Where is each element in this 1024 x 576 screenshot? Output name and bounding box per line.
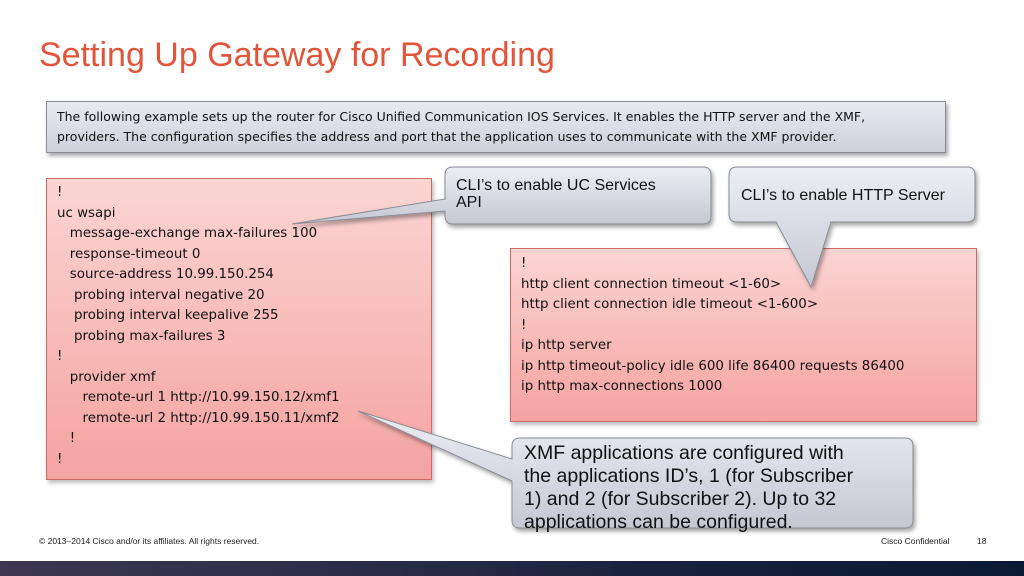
uc-services-callout-text: CLI’s to enable UC Services API [456, 177, 704, 211]
callout-line: applications can be configured. [524, 511, 793, 533]
config-line: source-address 10.99.150.254 [57, 267, 274, 282]
intro-line: providers. The configuration specifies t… [57, 129, 837, 144]
config-line: ! [57, 431, 76, 446]
config-line: http client connection idle timeout <1-6… [521, 297, 819, 312]
config-line: ip http max-connections 1000 [521, 379, 723, 394]
config-line: ! [521, 256, 527, 271]
config-line: ! [57, 185, 63, 200]
config-line: uc wsapi [57, 205, 116, 221]
callout-line: CLI’s to enable UC Services [456, 177, 656, 194]
uc-wsapi-config-box: ! uc wsapi message-exchange max-failures… [46, 178, 432, 480]
footer-bar [0, 561, 1024, 576]
config-line: http client connection timeout <1-60> [521, 276, 782, 292]
callout-line: CLI’s to enable HTTP Server [741, 187, 945, 204]
config-line: probing max-failures 3 [57, 328, 226, 344]
config-line: ! [521, 317, 527, 333]
config-line: remote-url 1 http://10.99.150.12/xmf1 [57, 390, 340, 405]
slide-title: Setting Up Gateway for Recording [39, 36, 555, 74]
callout-line: the applications ID’s, 1 (for Subscriber [524, 465, 854, 487]
config-line: provider xmf [57, 369, 156, 385]
intro-line: The following example sets up the router… [57, 109, 866, 124]
http-server-config-box: ! http client connection timeout <1-60> … [510, 248, 977, 422]
config-line: ip http server [521, 338, 612, 353]
callout-line: API [456, 194, 482, 211]
xmf-apps-callout-text: XMF applications are configured with the… [524, 442, 904, 534]
intro-text-box: The following example sets up the router… [46, 101, 946, 153]
config-line: probing interval keepalive 255 [57, 308, 279, 323]
callout-line: 1) and 2 (for Subscriber 2). Up to 32 [524, 488, 837, 510]
config-line: message-exchange max-failures 100 [57, 226, 318, 241]
config-line: probing interval negative 20 [57, 287, 265, 303]
confidential-label: Cisco Confidential [881, 536, 950, 546]
config-line: remote-url 2 http://10.99.150.11/xmf2 [57, 410, 340, 426]
callout-line: XMF applications are configured with [524, 442, 844, 464]
copyright-notice: © 2013–2014 Cisco and/or its affiliates.… [39, 536, 260, 546]
config-line: response-timeout 0 [57, 246, 201, 262]
page-number: 18 [977, 536, 987, 546]
http-server-callout-text: CLI’s to enable HTTP Server [741, 186, 967, 205]
config-line: ! [57, 349, 63, 364]
config-line: ! [57, 451, 63, 467]
config-line: ip http timeout-policy idle 600 life 864… [521, 358, 905, 374]
